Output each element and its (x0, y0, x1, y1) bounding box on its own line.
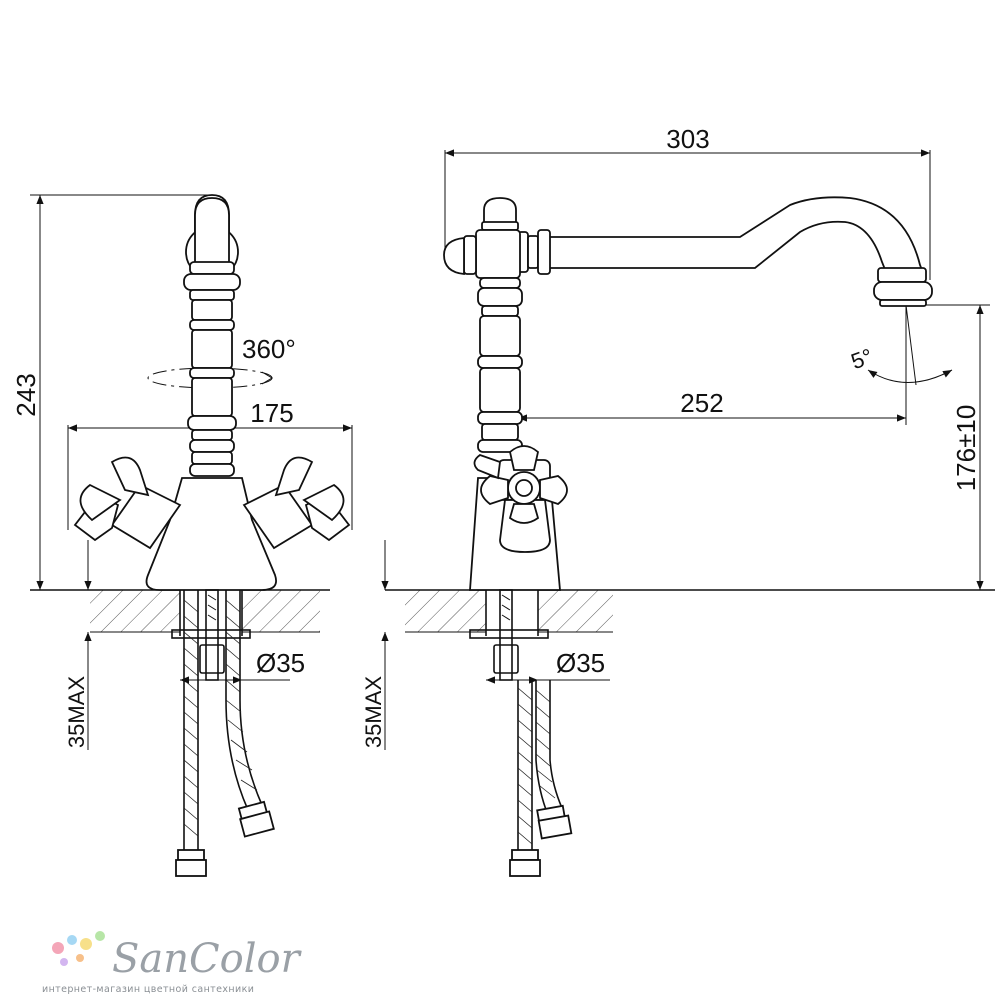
logo-dot (80, 938, 92, 950)
logo-dot (67, 935, 77, 945)
front-width-label: 175 (250, 398, 293, 428)
side-counter-depth-label: 35MAX (361, 676, 386, 748)
side-spout-angle-dimension: 5° (848, 304, 953, 425)
brand-logo: SanColor интернет-магазин цветной сантех… (42, 931, 303, 995)
front-hoses (175, 589, 275, 877)
front-view: 243 175 360° (11, 194, 353, 877)
side-hole-diameter-dimension: Ø35 (486, 648, 610, 684)
front-height-label: 243 (11, 373, 41, 416)
front-height-dimension: 243 (11, 194, 210, 590)
side-faucet-body (443, 196, 933, 591)
side-hole-diameter-label: Ø35 (556, 648, 605, 678)
logo-dots (52, 931, 105, 966)
front-faucet-body (73, 194, 351, 591)
side-reach-label: 303 (666, 124, 709, 154)
front-counter-depth-label: 35MAX (64, 676, 89, 748)
side-spout-angle-label: 5° (848, 343, 876, 374)
side-spout-reach-dimension: 252 (518, 388, 906, 422)
side-counter-depth-dimension: 35MAX (361, 540, 389, 750)
front-counter-depth-dimension: 35MAX (64, 540, 92, 750)
side-countertop (385, 589, 995, 639)
logo-dot (52, 942, 64, 954)
front-hole-diameter-label: Ø35 (256, 648, 305, 678)
logo-dot (76, 954, 84, 962)
brand-tagline: интернет-магазин цветной сантехники (42, 984, 254, 995)
side-hoses (493, 589, 573, 877)
rotation-label: 360° (242, 334, 296, 364)
front-countertop (30, 589, 330, 639)
side-reach-dimension: 303 (444, 124, 931, 280)
brand-name: SanColor (112, 936, 303, 982)
front-hole-diameter-dimension: Ø35 (180, 648, 305, 684)
side-spout-height-dimension: 176±10 (910, 304, 990, 590)
logo-dot (60, 958, 68, 966)
rotation-indicator: 360° (147, 334, 296, 389)
side-view: 303 252 5° 176±10 (361, 124, 995, 877)
side-spout-reach-label: 252 (680, 388, 723, 418)
logo-dot (95, 931, 105, 941)
front-width-dimension: 175 (67, 398, 353, 530)
side-spout-height-label: 176±10 (951, 405, 981, 492)
